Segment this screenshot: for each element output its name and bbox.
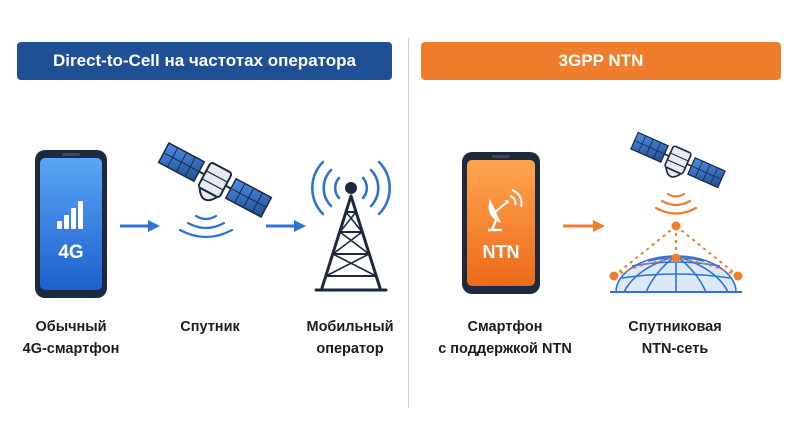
satellite-icon [630, 131, 726, 189]
ntn-network-globe-icon [609, 221, 743, 293]
phone-4g-icon [35, 150, 107, 298]
phone-ntn-icon [462, 152, 540, 294]
label-ntn-phone: Смартфон с поддержкой NTN [438, 319, 572, 357]
phone-ntn-text: NTN [483, 242, 520, 262]
label-ntn-network: Спутниковая NTN-сеть [628, 319, 722, 357]
panel-divider [408, 38, 409, 408]
arrow-right-icon [120, 220, 160, 232]
right-panel-title: 3GPP NTN [421, 42, 781, 80]
phone-4g-text: 4G [58, 242, 83, 263]
satellite-signal-icon [654, 192, 698, 215]
dish-antenna-icon [488, 189, 523, 232]
label-ordinary-4g-phone: Обычный 4G-смартфон [22, 319, 120, 357]
left-panel-title: Direct-to-Cell на частотах оператора [17, 42, 392, 80]
cell-tower-icon [311, 160, 391, 292]
arrow-right-icon [563, 220, 605, 232]
label-satellite: Спутник [180, 319, 240, 335]
satellite-icon [157, 142, 273, 218]
satellite-signal-icon [178, 214, 234, 239]
label-mobile-operator: Мобильный оператор [306, 319, 394, 357]
arrow-right-icon [266, 220, 306, 232]
